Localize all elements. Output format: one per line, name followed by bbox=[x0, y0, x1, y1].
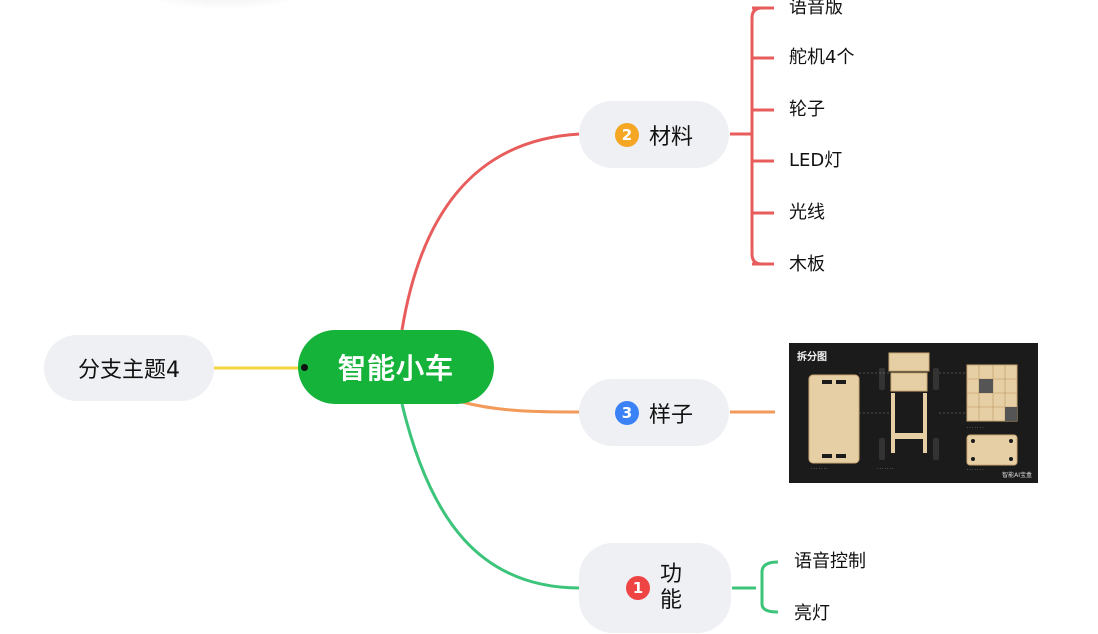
floating-panel-shadow bbox=[130, 0, 320, 10]
branch-label-sample: 样子 bbox=[648, 402, 693, 428]
leaf-materials-4[interactable]: LED灯 bbox=[789, 150, 843, 171]
branch-node-sample[interactable]: 3 样子 bbox=[579, 379, 729, 446]
sample-image-brand: 智能AI宝盒 bbox=[1002, 472, 1032, 479]
root-topic-node[interactable]: 智能小车 bbox=[298, 330, 494, 404]
leaf-materials-2[interactable]: 舵机4个 bbox=[789, 47, 855, 68]
caption-electronics: · · · · · · · bbox=[967, 467, 984, 472]
materials-ticks bbox=[752, 6, 774, 266]
side-topic-label: 分支主题4 bbox=[78, 358, 180, 383]
root-topic-label: 智能小车 bbox=[337, 352, 454, 385]
priority-badge-2: 2 bbox=[614, 122, 639, 147]
priority-badge-1: 1 bbox=[626, 576, 650, 600]
root-anchor-dot bbox=[301, 364, 308, 371]
connector-function bbox=[400, 403, 581, 590]
caption-chassis: · · · · · · · bbox=[811, 466, 828, 471]
leaf-function-2[interactable]: 亮灯 bbox=[794, 603, 830, 624]
branch-node-materials[interactable]: 2 材料 bbox=[579, 101, 729, 168]
car-parts-illustration bbox=[808, 352, 1018, 466]
connector-sample bbox=[461, 400, 581, 414]
caption-pieces: · · · · · · · bbox=[967, 425, 984, 430]
sample-image[interactable]: 拆分图 bbox=[789, 343, 1038, 483]
leaf-materials-6[interactable]: 木板 bbox=[789, 254, 825, 275]
materials-bracket bbox=[730, 6, 763, 266]
function-bracket bbox=[732, 560, 779, 614]
priority-badge-3: 3 bbox=[614, 400, 639, 425]
branch-node-function[interactable]: 1 功能 bbox=[579, 543, 731, 633]
leaf-materials-3[interactable]: 轮子 bbox=[789, 99, 825, 120]
branch-label-function: 功能 bbox=[660, 562, 683, 613]
leaf-materials-1[interactable]: 语音版 bbox=[789, 0, 843, 18]
sample-image-title: 拆分图 bbox=[797, 352, 827, 363]
connector-materials bbox=[400, 132, 581, 331]
leaf-materials-5[interactable]: 光线 bbox=[789, 202, 825, 223]
caption-wheel-frame: · · · · · · · bbox=[877, 466, 894, 471]
leaf-function-1[interactable]: 语音控制 bbox=[794, 551, 866, 572]
side-topic-node[interactable]: 分支主题4 bbox=[44, 335, 214, 401]
branch-label-materials: 材料 bbox=[648, 124, 693, 150]
